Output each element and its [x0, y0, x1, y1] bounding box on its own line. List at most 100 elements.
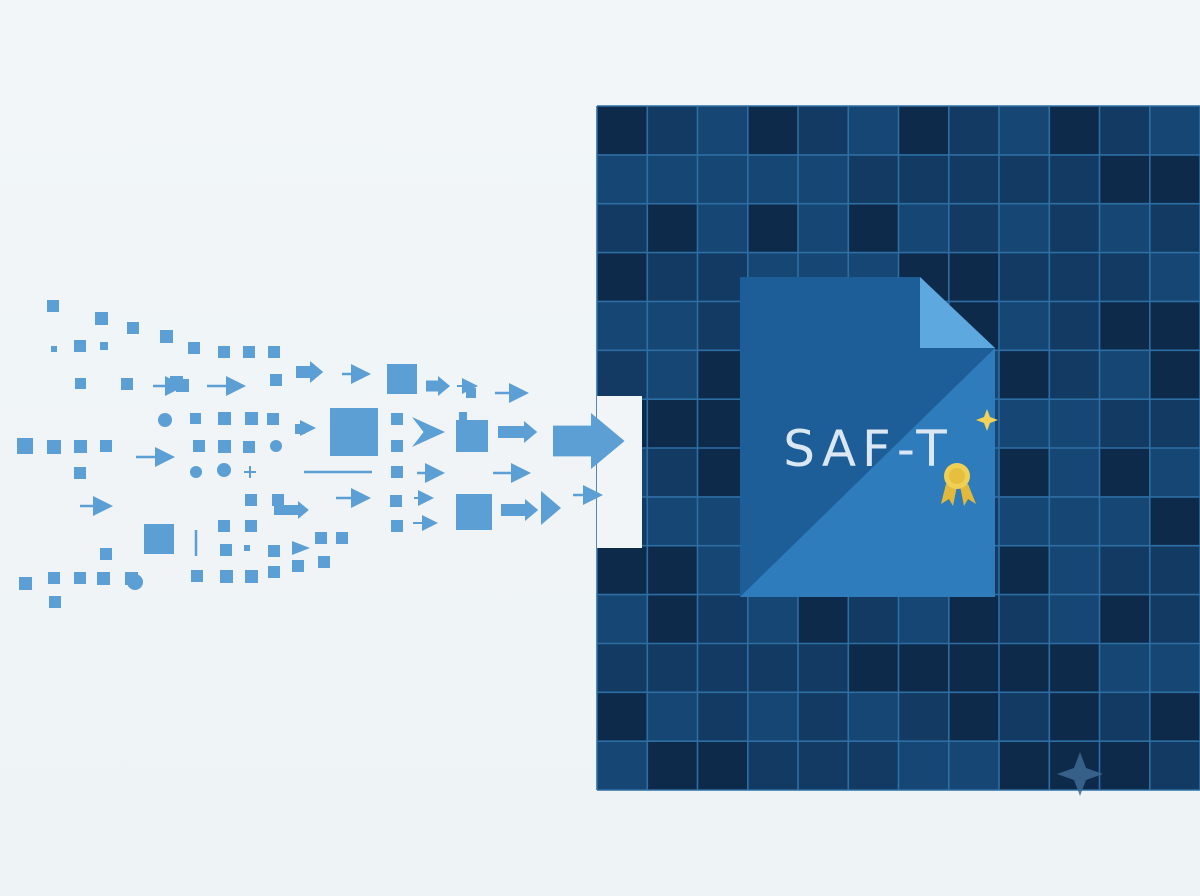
grid-cell: [999, 594, 1050, 644]
grid-cell: [1149, 643, 1200, 693]
data-square: [390, 495, 402, 507]
data-plus: [244, 466, 256, 478]
grid-cell: [597, 643, 648, 693]
data-square: [218, 412, 231, 425]
data-square: [220, 544, 232, 556]
grid-cell: [1049, 448, 1100, 497]
data-dot: [127, 574, 143, 590]
grid-cell: [647, 106, 698, 155]
data-block-arrow: [553, 413, 625, 469]
data-square: [188, 342, 200, 354]
data-square: [218, 520, 230, 532]
grid-cell: [1149, 545, 1200, 595]
grid-cell: [747, 692, 799, 742]
grid-notch: [597, 396, 642, 548]
grid-cell: [999, 203, 1050, 253]
data-square: [47, 440, 61, 454]
document-title: SAF-T: [783, 420, 953, 478]
grid-cell: [1049, 399, 1100, 449]
grid-cell: [948, 741, 1000, 791]
data-square: [459, 412, 467, 420]
data-square: [456, 420, 488, 452]
grid-cell: [1099, 545, 1150, 595]
grid-cell: [697, 154, 748, 204]
data-square: [193, 440, 205, 452]
grid-cell: [848, 594, 899, 644]
data-square: [243, 346, 255, 358]
grid-cell: [1049, 496, 1100, 546]
data-block-arrow: [274, 501, 309, 519]
grid-cell: [747, 741, 799, 791]
data-square: [391, 440, 403, 452]
grid-cell: [647, 301, 698, 351]
document-icon: SAF-T: [740, 277, 998, 597]
grid-cell: [798, 741, 849, 791]
data-square: [318, 556, 330, 568]
grid-cell: [647, 154, 698, 204]
grid-cell: [798, 106, 849, 155]
data-square: [75, 378, 86, 389]
grid-cell: [1099, 106, 1150, 155]
data-square: [74, 467, 86, 479]
data-triangle: [541, 491, 561, 525]
data-square: [268, 545, 280, 557]
grid-cell: [697, 496, 748, 546]
data-square: [74, 440, 87, 453]
grid-cell: [647, 692, 698, 742]
grid-cell: [999, 399, 1050, 449]
grid-cell: [1049, 154, 1100, 204]
grid-cell: [999, 252, 1050, 302]
grid-cell: [999, 154, 1050, 204]
grid-cell: [597, 741, 648, 791]
grid-cell: [898, 741, 949, 791]
data-square: [244, 545, 250, 551]
grid-cell: [1149, 399, 1200, 449]
data-square: [127, 322, 139, 334]
grid-cell: [1149, 203, 1200, 253]
grid-cell: [597, 301, 648, 351]
grid-cell: [1149, 448, 1200, 497]
data-square: [49, 596, 61, 608]
grid-cell: [848, 106, 899, 155]
grid-cell: [898, 692, 949, 742]
grid-cell: [647, 643, 698, 693]
data-chevron: [412, 417, 445, 447]
grid-cell: [948, 203, 1000, 253]
grid-cell: [848, 692, 899, 742]
faint-sparkle-icon: [1057, 752, 1103, 796]
grid-cell: [1099, 252, 1150, 302]
grid-cell: [1149, 741, 1200, 791]
grid-cell: [1099, 203, 1150, 253]
grid-cell: [948, 154, 1000, 204]
document-body-light: [740, 348, 995, 597]
grid-cell: [948, 106, 1000, 155]
grid-cell: [1149, 594, 1200, 644]
data-square: [330, 408, 378, 456]
data-dot: [192, 417, 198, 423]
grid-cell: [1049, 252, 1100, 302]
data-square: [292, 560, 304, 572]
data-square: [245, 570, 258, 583]
grid-cell: [1049, 594, 1100, 644]
grid-cell: [848, 154, 899, 204]
grid-cell: [647, 496, 698, 546]
grid-cell: [697, 594, 748, 644]
grid-cell: [747, 154, 799, 204]
data-square: [218, 440, 231, 453]
data-square: [176, 379, 189, 392]
data-square: [245, 520, 257, 532]
data-square: [95, 312, 108, 325]
data-square: [391, 520, 403, 532]
grid-cell: [697, 301, 748, 351]
data-square: [315, 532, 327, 544]
data-square: [51, 346, 57, 352]
data-square: [48, 572, 60, 584]
data-block-arrow: [296, 361, 324, 383]
grid-cell: [647, 350, 698, 400]
data-flow-stream: [17, 300, 625, 608]
grid-cell: [798, 203, 849, 253]
grid-cell: [647, 448, 698, 497]
data-square: [100, 440, 112, 452]
grid-cell: [597, 350, 648, 400]
data-square: [268, 346, 280, 358]
